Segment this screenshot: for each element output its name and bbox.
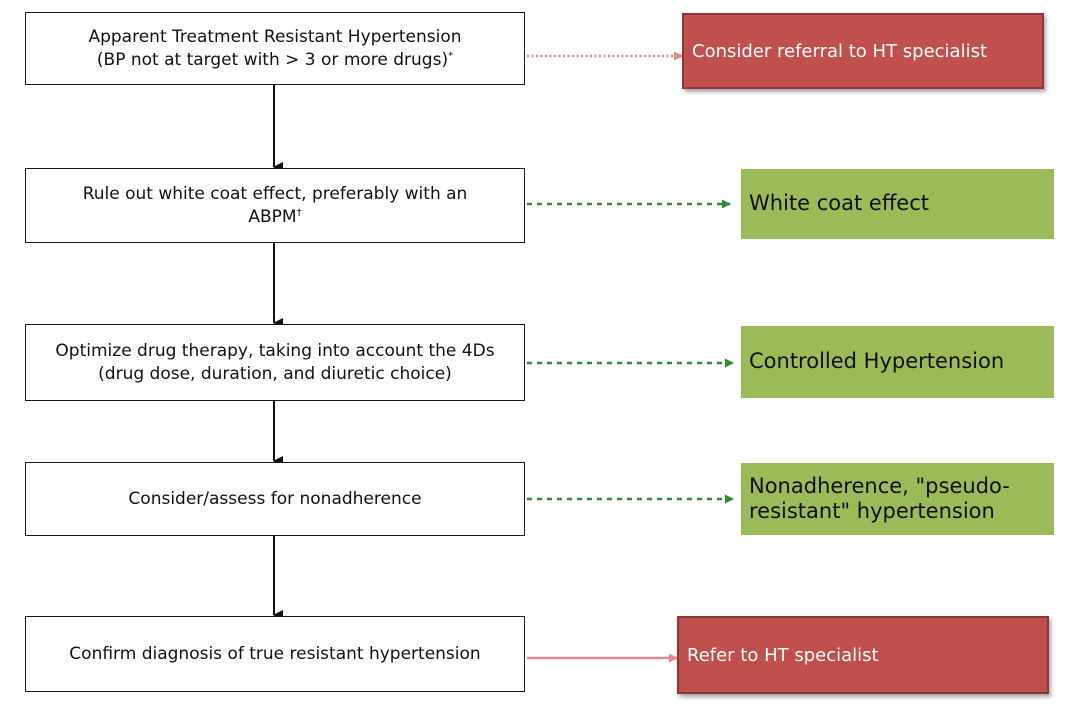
step-box-1: Apparent Treatment Resistant Hypertensio… bbox=[25, 12, 525, 85]
outcome-5-text: Refer to HT specialist bbox=[687, 644, 879, 666]
outcome-white-coat-effect: White coat effect bbox=[741, 169, 1054, 239]
step-box-5: Confirm diagnosis of true resistant hype… bbox=[25, 616, 525, 692]
step-2-line1: Rule out white coat effect, preferably w… bbox=[82, 183, 468, 204]
step-1-footnote-mark: * bbox=[448, 49, 454, 61]
outcome-1-text: Consider referral to HT specialist bbox=[692, 40, 988, 62]
step-3-line1: Optimize drug therapy, taking into accou… bbox=[55, 340, 495, 361]
outcome-2-text: White coat effect bbox=[749, 191, 929, 216]
step-box-2: Rule out white coat effect, preferably w… bbox=[25, 168, 525, 243]
outcome-consider-referral: Consider referral to HT specialist bbox=[682, 13, 1044, 89]
step-box-3: Optimize drug therapy, taking into accou… bbox=[25, 324, 525, 401]
step-4-line1: Consider/assess for nonadherence bbox=[128, 488, 422, 509]
outcome-4-line2: resistant" hypertension bbox=[749, 499, 995, 523]
step-1-line1: Apparent Treatment Resistant Hypertensio… bbox=[88, 26, 462, 47]
step-5-line1: Confirm diagnosis of true resistant hype… bbox=[69, 643, 481, 664]
step-2-footnote-mark: † bbox=[296, 206, 302, 218]
outcome-3-text: Controlled Hypertension bbox=[749, 349, 1005, 374]
outcome-controlled-hypertension: Controlled Hypertension bbox=[741, 326, 1054, 398]
outcome-4-line1: Nonadherence, "pseudo- bbox=[749, 473, 1010, 498]
step-3-line2: (drug dose, duration, and diuretic choic… bbox=[98, 363, 452, 384]
step-1-line2: (BP not at target with > 3 or more drugs… bbox=[96, 49, 449, 70]
step-2-line2: ABPM bbox=[248, 206, 297, 227]
step-box-4: Consider/assess for nonadherence bbox=[25, 462, 525, 536]
outcome-refer-specialist: Refer to HT specialist bbox=[677, 616, 1049, 694]
outcome-nonadherence: Nonadherence, "pseudo- resistant" hypert… bbox=[741, 463, 1054, 535]
